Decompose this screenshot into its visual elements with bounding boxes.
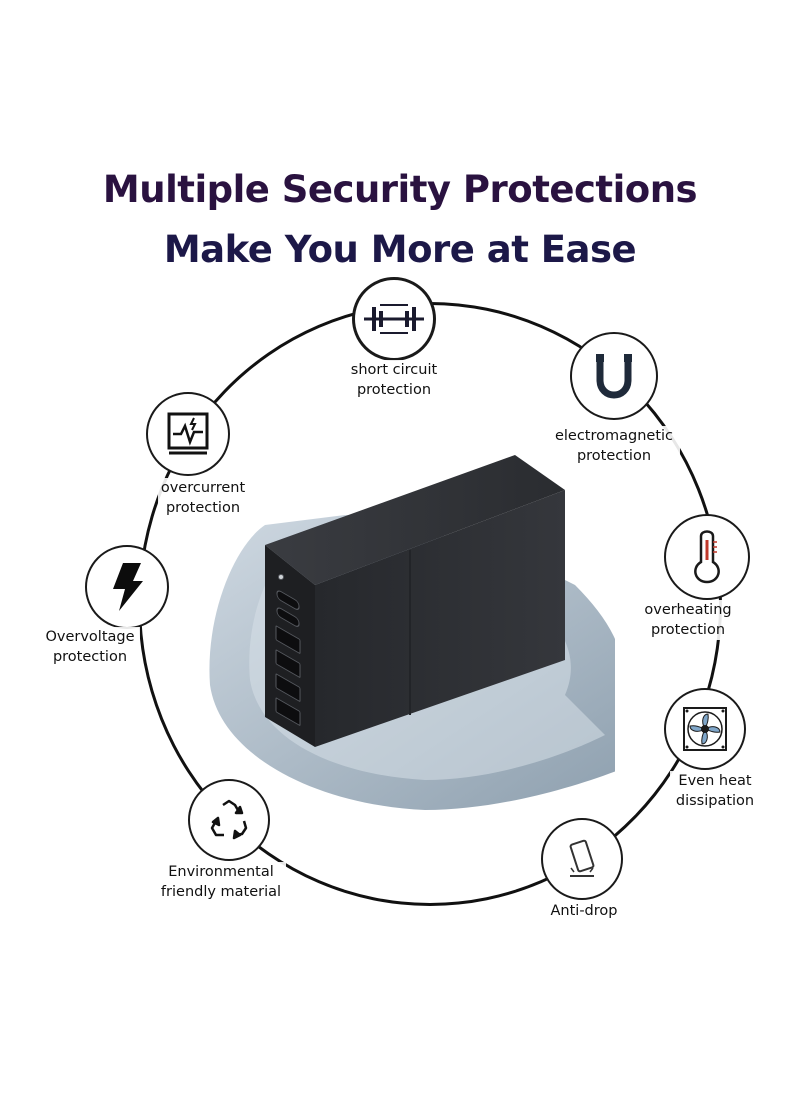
short-circuit-badge xyxy=(352,277,436,361)
heat-dissipation-label-line2: dissipation xyxy=(675,793,755,809)
electromagnetic-badge xyxy=(570,332,658,420)
usb-ports xyxy=(275,574,301,726)
electromagnetic-label-line2: protection xyxy=(576,448,652,464)
overcurrent-label-line2: protection xyxy=(165,500,241,516)
overheating-label-line1: overheating xyxy=(644,602,732,618)
electromagnetic-label-line1: electromagnetic xyxy=(554,428,674,444)
circuit-breaker-icon xyxy=(364,304,424,334)
headline-line-1: Multiple Security Protections xyxy=(102,168,698,211)
short-circuit-label: short circuit protection xyxy=(336,360,452,400)
overcurrent-label: overcurrent protection xyxy=(158,478,248,518)
magnet-icon xyxy=(596,354,632,399)
environmental-label: Environmental friendly material xyxy=(156,862,286,902)
overvoltage-label-line2: protection xyxy=(52,649,128,665)
charger-illustration xyxy=(209,455,615,810)
overheating-label: overheating protection xyxy=(640,600,736,640)
short-circuit-label-line2: protection xyxy=(356,382,432,398)
overcurrent-label-line1: overcurrent xyxy=(160,480,246,496)
short-circuit-label-line1: short circuit xyxy=(350,362,438,378)
environmental-badge xyxy=(188,779,270,861)
recycle-icon xyxy=(210,799,248,840)
thermometer-icon xyxy=(694,530,720,584)
anti-drop-badge xyxy=(541,818,623,900)
overvoltage-label-line1: Overvoltage xyxy=(45,629,135,645)
overcurrent-badge xyxy=(146,392,230,476)
heat-dissipation-label-line1: Even heat xyxy=(678,773,752,789)
lightning-bolt-icon xyxy=(113,563,143,611)
charger-top xyxy=(265,455,565,585)
phone-drop-icon xyxy=(569,839,595,877)
charger-side xyxy=(315,490,565,747)
environmental-label-line2: friendly material xyxy=(160,884,282,900)
overheating-badge xyxy=(664,514,750,600)
overvoltage-label: Overvoltage protection xyxy=(40,627,140,667)
anti-drop-label-line1: Anti-drop xyxy=(550,903,618,919)
heat-dissipation-badge xyxy=(664,688,746,770)
environmental-label-line1: Environmental xyxy=(168,864,274,880)
heat-dissipation-label: Even heat dissipation xyxy=(670,771,760,811)
anti-drop-label: Anti-drop xyxy=(540,901,628,921)
overvoltage-badge xyxy=(85,545,169,629)
headline-line-2: Make You More at Ease xyxy=(163,228,637,271)
monitor-pulse-icon xyxy=(167,412,209,455)
overheating-label-line2: protection xyxy=(650,622,726,638)
fan-icon xyxy=(683,707,727,751)
electromagnetic-label: electromagnetic protection xyxy=(548,426,680,466)
